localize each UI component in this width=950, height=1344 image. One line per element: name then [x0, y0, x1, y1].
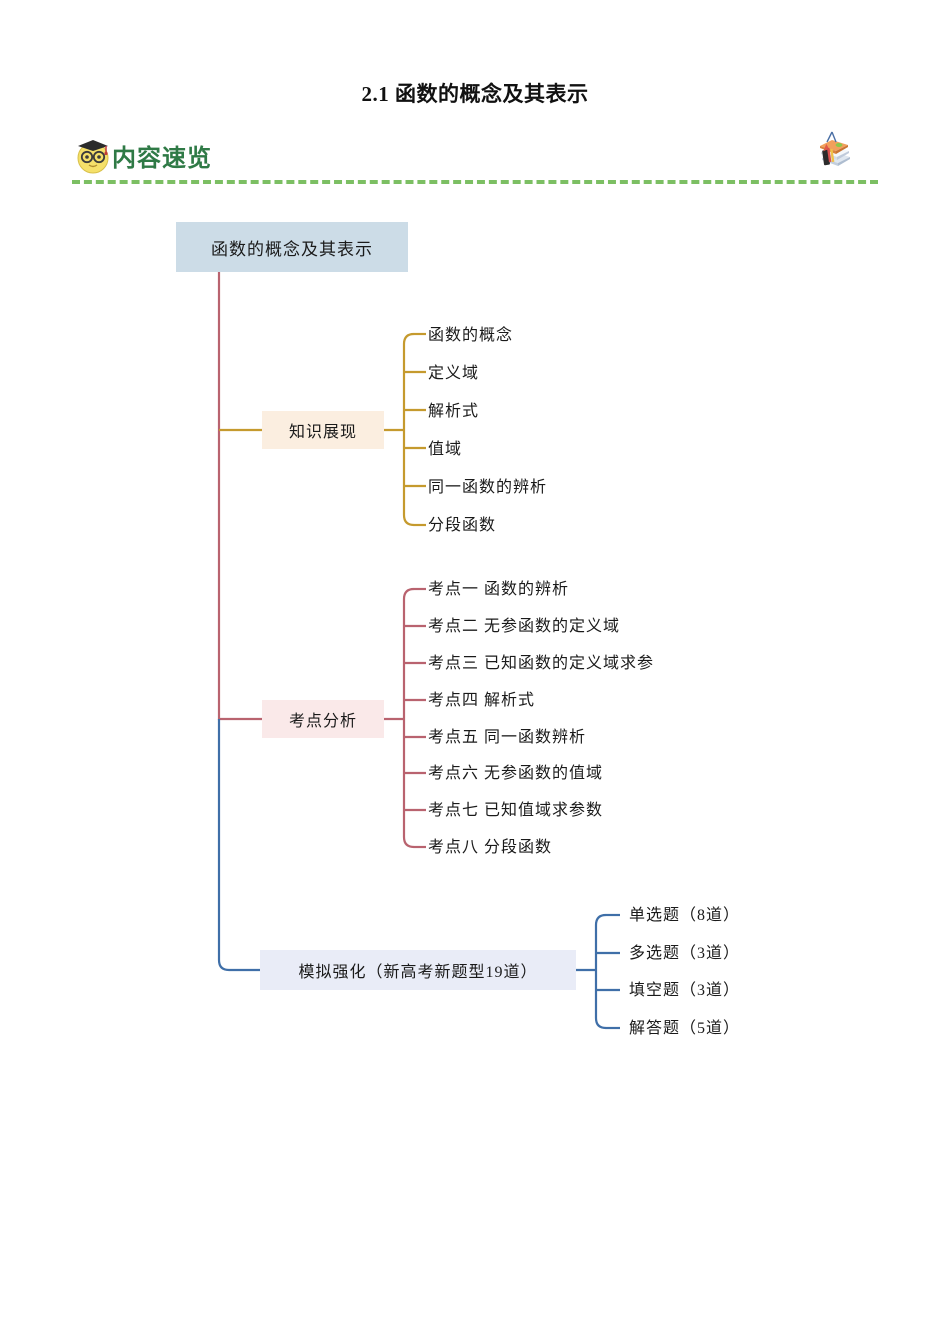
mindmap-leaf[interactable]: 单选题（8道） — [629, 907, 741, 924]
mindmap-branch-practice[interactable]: 模拟强化（新高考新题型19道） — [260, 950, 576, 990]
section-divider — [72, 180, 878, 184]
mindmap-leaf[interactable]: 考点五 同一函数辨析 — [428, 729, 587, 746]
mindmap-leaf[interactable]: 考点七 已知值域求参数 — [428, 802, 604, 819]
owl-graduate-icon — [72, 134, 114, 176]
section-header-label: 内容速览 — [112, 145, 212, 172]
mindmap-leaf[interactable]: 考点二 无参函数的定义域 — [428, 618, 621, 635]
mindmap-root-node[interactable]: 函数的概念及其表示 — [176, 222, 408, 272]
mindmap-leaf[interactable]: 考点三 已知函数的定义域求参 — [428, 655, 655, 672]
mindmap-leaf[interactable]: 解析式 — [428, 403, 480, 420]
section-header: 内容速览 — [72, 130, 878, 188]
mindmap-leaf[interactable]: 解答题（5道） — [629, 1020, 741, 1037]
mindmap-leaf[interactable]: 考点六 无参函数的值域 — [428, 765, 604, 782]
mindmap-leaf[interactable]: 考点一 函数的辨析 — [428, 581, 570, 598]
mindmap-leaf[interactable]: 同一函数的辨析 — [428, 479, 548, 496]
mindmap-leaf[interactable]: 分段函数 — [428, 517, 497, 534]
mindmap-leaf[interactable]: 值域 — [428, 441, 463, 458]
mindmap-leaf[interactable]: 函数的概念 — [428, 327, 514, 344]
page-title: 2.1 函数的概念及其表示 — [361, 82, 589, 106]
mindmap-leaf[interactable]: 考点八 分段函数 — [428, 839, 553, 856]
mindmap-branch-exam-points[interactable]: 考点分析 — [262, 700, 384, 738]
books-stationery-icon — [808, 126, 856, 174]
mindmap-leaf[interactable]: 考点四 解析式 — [428, 692, 536, 709]
mindmap-leaf[interactable]: 定义域 — [428, 365, 480, 382]
mindmap-branch-knowledge[interactable]: 知识展现 — [262, 411, 384, 449]
mindmap-leaf[interactable]: 多选题（3道） — [629, 945, 741, 962]
mindmap-leaf[interactable]: 填空题（3道） — [629, 982, 741, 999]
